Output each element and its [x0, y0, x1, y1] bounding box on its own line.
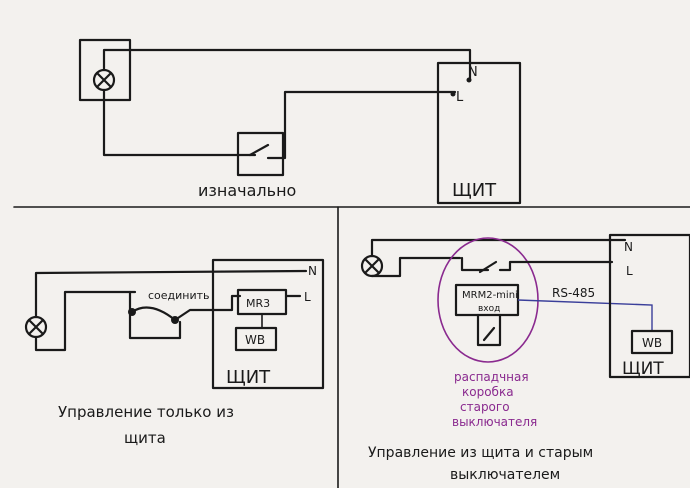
terminal-l-dot [450, 91, 456, 97]
panel-label: ЩИТ [622, 359, 664, 379]
wire-to-relay [173, 294, 242, 322]
wire-neutral [370, 238, 627, 258]
box-note-1: распадчная [454, 370, 529, 384]
diagram-panel-only: соединить MR3 WB N L ЩИТ Управление толь… [24, 258, 325, 447]
wire-lamp [370, 256, 462, 278]
wb-label: WB [245, 333, 265, 347]
old-switch-icon [482, 326, 496, 342]
caption-line-1: Управление из щита и старым [368, 445, 593, 461]
lamp-cross-2 [27, 318, 45, 336]
rs485-label: RS-485 [552, 286, 595, 300]
lamp-cross-2 [363, 257, 381, 275]
connect-note: соединить [148, 289, 210, 302]
terminal-l-label: L [456, 90, 464, 105]
module-relay-contact [478, 260, 498, 274]
wire-neutral [34, 269, 308, 319]
terminal-l-label: L [304, 290, 311, 304]
terminal-n-label: N [468, 65, 478, 80]
box-note-3: старого [460, 400, 510, 414]
caption-line-2: щита [124, 429, 166, 447]
panel-label: ЩИТ [452, 180, 497, 201]
wall-switch-box [236, 131, 285, 177]
panel-label: ЩИТ [226, 367, 271, 388]
relay-label: MR3 [246, 297, 270, 310]
terminal-n-dot [466, 77, 472, 83]
wire-lamp-to-switch [102, 88, 257, 157]
wire-neutral [102, 48, 472, 82]
panel-box [608, 233, 690, 379]
terminal-l-label: L [626, 264, 633, 278]
terminal-n-label: N [308, 264, 317, 278]
caption-line-2: выключателем [450, 467, 560, 483]
box-note-2: коробка [462, 385, 514, 399]
wire-line [498, 260, 614, 272]
junction-box-outline [437, 237, 539, 363]
caption-line-1: Управление только из [58, 403, 234, 421]
module-label: MRM2-mini [462, 290, 518, 301]
bridge-wire [130, 306, 177, 322]
wire-lamp [34, 290, 137, 352]
module-in-wire [460, 256, 490, 272]
panel-box [436, 61, 522, 205]
rs485-wire [517, 299, 653, 330]
wb-box [630, 329, 674, 355]
diagram-panel-and-switch: MRM2-mini вход RS-485 WB N L ЩИТ распадч… [360, 233, 690, 483]
terminal-n-label: N [624, 240, 633, 254]
wire-line [266, 90, 457, 160]
old-switch-loop [476, 313, 502, 347]
caption-original: изначально [198, 181, 296, 200]
panel-box [211, 258, 325, 390]
box-note-4: выключателя [452, 415, 537, 429]
module-sub: вход [478, 304, 500, 314]
lamp-cross-2 [95, 71, 113, 89]
switch-icon [248, 143, 270, 157]
diagram-original: N L ЩИТ изначально [78, 38, 522, 205]
wb-label: WB [642, 336, 662, 350]
wb-box [234, 326, 278, 352]
